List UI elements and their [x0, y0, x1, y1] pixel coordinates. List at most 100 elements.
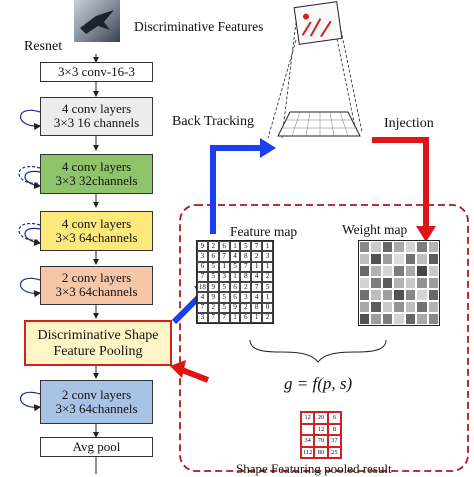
weight-map-cell [427, 253, 439, 265]
weight-map-cell [370, 301, 382, 313]
feature-map-cell: 3 [197, 251, 208, 262]
pool-to-feature-arrow [171, 293, 203, 325]
feature-map-cell: 6 [229, 292, 241, 303]
conv-block-1: 4 conv layers 3×3 16 channels [40, 97, 153, 136]
weight-map-cell [381, 241, 394, 253]
feature-map-cell: 1 [251, 312, 263, 323]
feature-map-cell: 6 [197, 261, 208, 272]
weight-map-grid [358, 240, 440, 326]
weight-map-cell [381, 277, 394, 289]
feature-map-cell: 5 [207, 261, 219, 272]
weight-map-cell [416, 313, 428, 325]
feature-map-cell: 2 [207, 302, 219, 313]
weight-map-cell [359, 289, 371, 301]
weight-map-cell [359, 265, 371, 277]
weight-map-cell [416, 241, 428, 253]
weight-map-cell [393, 289, 405, 301]
injection-label: Injection [384, 116, 434, 131]
feature-map-cell: 3 [240, 292, 252, 303]
feature-map-cell: 5 [262, 282, 273, 293]
residual-loops [18, 109, 42, 412]
weight-map-cell [427, 241, 439, 253]
input-caption: Discriminative Features [134, 19, 264, 34]
conv-block-2-line2: 3×3 32channels [55, 173, 138, 188]
feature-map-cell: 9 [229, 302, 241, 313]
feature-map-cell: 6 [218, 241, 230, 252]
conv-block-4-line2: 3×3 64channels [55, 284, 138, 299]
weight-map-cell [370, 253, 382, 265]
weight-map-cell [393, 277, 405, 289]
pooled-cell: 12 [314, 423, 328, 435]
feature-map-cell: 5 [229, 261, 241, 272]
feature-map-cell: 2 [251, 251, 263, 262]
weight-map-cell [427, 277, 439, 289]
weight-map-cell [381, 289, 394, 301]
formula: g = f(p, s) [284, 374, 353, 393]
avg-pool-box: Avg pool [40, 437, 153, 457]
feature-map-cell: 5 [218, 292, 230, 303]
conv-block-5-line1: 2 conv layers [61, 387, 132, 402]
weight-map-cell [381, 253, 394, 265]
weight-map-cell [404, 313, 417, 325]
conv-block-2: 4 conv layers 3×3 32channels [40, 154, 153, 194]
feature-map-cell: 7 [218, 312, 230, 323]
conv-block-1-line1: 4 conv layers [61, 101, 132, 116]
weight-map-cell [393, 253, 405, 265]
weight-map-cell [404, 301, 417, 313]
highlight-image [293, 1, 343, 45]
feature-map-cell: 1 [229, 271, 241, 282]
weight-map-cell [381, 313, 394, 325]
weight-map-cell [359, 241, 371, 253]
feature-map-cell: 7 [207, 312, 219, 323]
feature-map-cell: 5 [218, 282, 230, 293]
feature-map-cell: 1 [229, 241, 241, 252]
conv-block-5: 2 conv layers 3×3 64channels [40, 380, 153, 424]
feature-map-cell: 7 [251, 241, 263, 252]
feature-map-cell: 7 [197, 271, 208, 282]
conv-block-4-line1: 2 conv layers [61, 270, 132, 285]
weight-map-cell [404, 277, 417, 289]
pooled-cell: 70 [314, 435, 328, 447]
pooled-cell [301, 423, 315, 435]
weight-map-cell [370, 241, 382, 253]
weight-map-cell [381, 301, 394, 313]
weight-map-cell [427, 265, 439, 277]
input-image-thumbnail [74, 0, 120, 42]
feature-map-cell: 6 [240, 312, 252, 323]
weight-map-cell [427, 301, 439, 313]
conv-block-5-line2: 3×3 64channels [55, 401, 138, 416]
weight-map-label: Weight map [342, 222, 408, 237]
feature-map-cell: 2 [262, 312, 273, 323]
feature-map-cell: 0 [262, 302, 273, 313]
feature-map-cell: 7 [251, 282, 263, 293]
weight-map-cell [370, 289, 382, 301]
pooled-cell: 20 [314, 412, 328, 424]
weight-map-cell [359, 277, 371, 289]
feature-map-cell: 1 [262, 261, 273, 272]
conv-block-3-line1: 4 conv layers [61, 216, 132, 231]
network-title: Resnet [24, 39, 63, 54]
pooled-cell: 37 [327, 435, 341, 447]
feature-map-cell: 2 [207, 241, 219, 252]
weight-map-cell [416, 265, 428, 277]
conv-block-3-line2: 3×3 64channels [55, 230, 138, 245]
weight-map-cell [393, 241, 405, 253]
feature-map-cell: 2 [262, 271, 273, 282]
weight-map-cell [393, 313, 405, 325]
feature-map-cell: 5 [240, 241, 252, 252]
weight-map-cell [381, 265, 394, 277]
pooled-cell: 34 [301, 435, 315, 447]
feature-map-cell: 4 [251, 292, 263, 303]
weight-map-cell [370, 265, 382, 277]
feature-map-cell: 8 [240, 271, 252, 282]
feature-map-cell: 5 [218, 302, 230, 313]
feature-map-cell: 3 [218, 271, 230, 282]
pooled-cell: 8 [327, 423, 341, 435]
feature-map-label: Feature map [230, 224, 298, 239]
feature-map-cell: 7 [240, 261, 252, 272]
back-tracking-arrow [210, 145, 262, 234]
feature-map-cell: 18 [197, 282, 208, 293]
pooled-cell: 25 [327, 446, 341, 458]
feature-map-cell: 6 [207, 251, 219, 262]
